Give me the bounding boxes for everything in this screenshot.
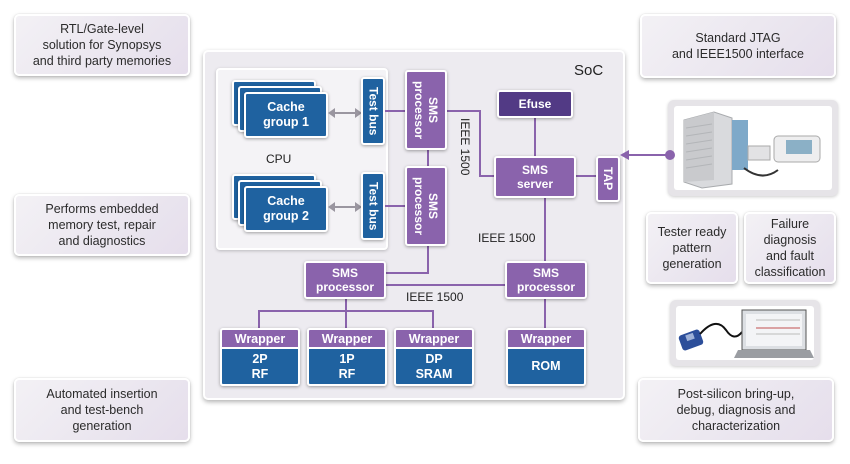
usb-debugger-laptop-icon: [678, 309, 814, 358]
tap-block: TAP: [596, 156, 620, 202]
test-bus-2: Test bus: [361, 172, 385, 240]
wire-sms1-right: [446, 110, 480, 112]
memory-type: 2P RF: [222, 349, 298, 384]
wire-to-server: [479, 175, 495, 177]
note-post-silicon: Post-silicon bring-up, debug, diagnosis …: [638, 378, 834, 442]
ieee-1500-label-vertical: IEEE 1500: [458, 118, 472, 176]
wire-to-dp: [432, 310, 434, 328]
sms-processor-2: SMS processor: [405, 166, 447, 246]
sms-server: SMS server: [494, 156, 576, 198]
ieee-1500-label-bottom: IEEE 1500: [406, 290, 464, 304]
note-automated-insertion: Automated insertion and test-bench gener…: [14, 378, 190, 442]
sms-processor-4: SMS processor: [505, 261, 587, 299]
wire-testbus1-sms1: [385, 110, 407, 112]
note-failure-diagnosis: Failure diagnosis and fault classificati…: [744, 212, 836, 284]
efuse-block: Efuse: [497, 90, 573, 118]
wire-testbus2-sms2: [385, 205, 407, 207]
wire-ieee-vertical: [479, 110, 481, 176]
note-tester-ready-pattern: Tester ready pattern generation: [646, 212, 738, 284]
debugger-image: [676, 306, 814, 360]
wire-efuse-server: [534, 116, 536, 156]
cpu-label: CPU: [266, 152, 292, 166]
note-rtl-gate-level: RTL/Gate-level solution for Synopsys and…: [14, 14, 190, 76]
ieee-1500-label-middle: IEEE 1500: [478, 231, 536, 245]
wrapper-label: Wrapper: [508, 330, 584, 349]
sms-processor-3: SMS processor: [304, 261, 386, 299]
test-bus-1: Test bus: [361, 77, 385, 145]
wire-server-down: [544, 196, 546, 262]
wire-sms2-down: [427, 244, 429, 274]
memory-dp-sram: Wrapper DP SRAM: [394, 328, 474, 386]
ate-to-tap-arrow-icon: [620, 150, 675, 160]
wire-rom-sms-down: [544, 297, 546, 329]
bidirectional-arrow-icon: [328, 202, 362, 212]
wrapper-label: Wrapper: [222, 330, 298, 349]
memory-type: DP SRAM: [396, 349, 472, 384]
wire-sms1-sms2: [427, 148, 429, 168]
memory-type: ROM: [508, 349, 584, 384]
ate-tester-image: [674, 106, 832, 190]
ate-photo-card: [668, 100, 838, 196]
memory-type: 1P RF: [309, 349, 385, 384]
note-jtag-interface: Standard JTAG and IEEE1500 interface: [640, 14, 836, 78]
debugger-photo-card: [670, 300, 820, 366]
wrapper-label: Wrapper: [309, 330, 385, 349]
memory-2p-rf: Wrapper 2P RF: [220, 328, 300, 386]
cache-group-2: Cache group 2: [244, 186, 328, 232]
wrapper-label: Wrapper: [396, 330, 472, 349]
wire-to-2p: [258, 310, 260, 328]
soc-label: SoC: [574, 62, 604, 79]
wire-bottom-sms-link: [384, 284, 508, 286]
wire-server-tap: [575, 175, 597, 177]
sms-processor-1: SMS processor: [405, 70, 447, 150]
bidirectional-arrow-icon: [328, 108, 362, 118]
wire-to-1p: [345, 310, 347, 328]
ate-tester-icon: [683, 111, 821, 189]
cache-group-1: Cache group 1: [244, 92, 328, 138]
memory-1p-rf: Wrapper 1P RF: [307, 328, 387, 386]
wire-sms2-to-bottom-sms: [384, 272, 429, 274]
wire-bottom-sms-down: [345, 297, 347, 311]
memory-rom: Wrapper ROM: [506, 328, 586, 386]
note-embedded-memory-test: Performs embedded memory test, repair an…: [14, 194, 190, 256]
